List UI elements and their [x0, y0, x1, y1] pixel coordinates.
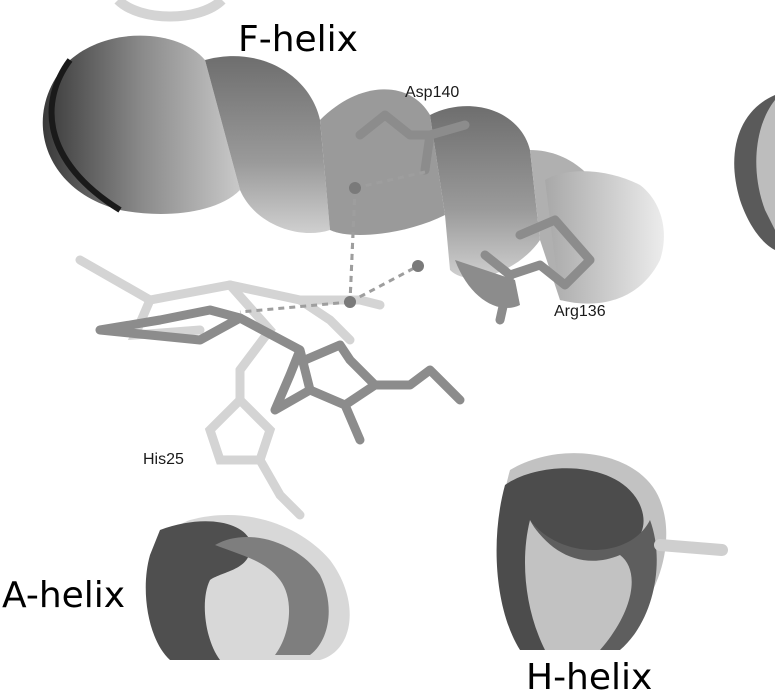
hydrogen-bond-dashes: [239, 170, 426, 314]
arg136-sticks: [480, 215, 595, 325]
heme-light-sticks: [75, 255, 385, 520]
heme-dark-sticks: [95, 305, 465, 445]
a-helix-label: A-helix: [2, 575, 126, 616]
right-helix-fragment: [734, 95, 775, 250]
asp140-sticks: [355, 110, 470, 175]
f-helix-ribbon: [42, 35, 664, 308]
asp140-label: Asp140: [405, 84, 460, 101]
top-loop-fragment: [114, 0, 226, 22]
his25-label: His25: [143, 451, 184, 468]
arg136-label: Arg136: [554, 303, 606, 320]
f-helix-label: F-helix: [238, 19, 358, 60]
h-helix-label: H-helix: [526, 657, 653, 696]
a-helix-ribbon: [145, 514, 350, 660]
h-helix-ribbon: [496, 453, 728, 650]
water-spheres: [344, 182, 424, 308]
